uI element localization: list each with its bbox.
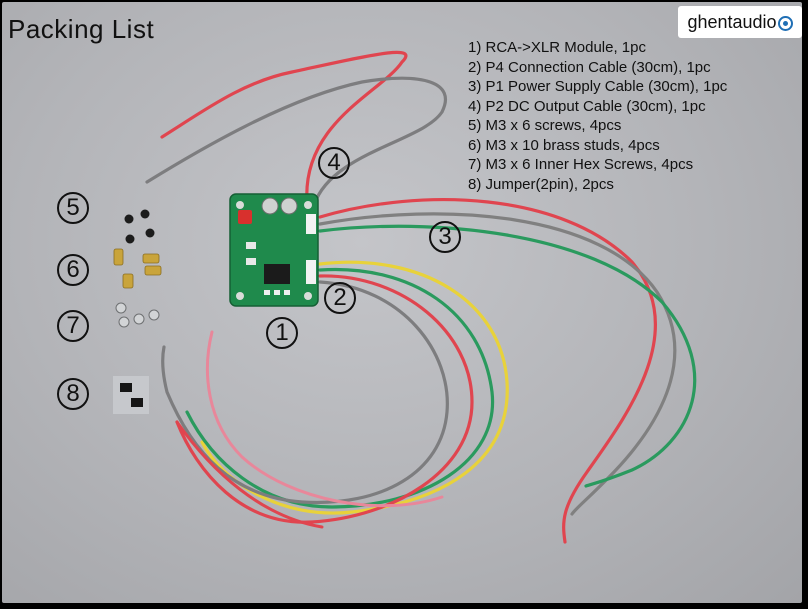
list-item: 1) RCA->XLR Module, 1pc: [468, 39, 646, 56]
list-item: 7) M3 x 6 Inner Hex Screws, 4pcs: [468, 156, 694, 173]
logo-o-icon: [777, 15, 793, 31]
list-item: 8) Jumper(2pin), 2pcs: [468, 175, 614, 193]
m3x6-screws: [124, 209, 155, 244]
list-item: 4) P2 DC Output Cable (30cm), 1pc: [468, 97, 706, 115]
list-item: 6) M3 x 10 brass studs, 4pcs: [468, 136, 660, 154]
inner-hex-screws: [115, 302, 160, 328]
cable-4-wires: [145, 50, 448, 207]
callout-3: 3: [429, 221, 461, 253]
cable-2-wires: [161, 260, 509, 529]
callout-6: 6: [57, 254, 89, 286]
callout-2: 2: [324, 282, 356, 314]
packing-list: 1) RCA->XLR Module, 1pc 2) P4 Connection…: [468, 38, 727, 194]
callout-8: 8: [57, 378, 89, 410]
packing-list-photo: Packing List ghentaudio 1) RCA->XLR Modu…: [2, 2, 802, 603]
logo-text: ghentaudio: [687, 11, 777, 32]
callout-4: 4: [318, 147, 350, 179]
photo-scene: [113, 50, 697, 544]
rca-xlr-module: [229, 193, 319, 307]
jumpers: [113, 376, 149, 414]
callout-5: 5: [57, 192, 89, 224]
page-title: Packing List: [8, 14, 155, 44]
brass-studs: [113, 248, 162, 289]
callout-7: 7: [57, 310, 89, 342]
list-item: 3) P1 Power Supply Cable (30cm), 1pc: [468, 78, 728, 95]
list-item: 5) M3 x 6 screws, 4pcs: [468, 117, 622, 134]
callout-1: 1: [266, 317, 298, 349]
list-item: 2) P4 Connection Cable (30cm), 1pc: [468, 58, 711, 76]
ghentaudio-logo: ghentaudio: [678, 6, 802, 38]
